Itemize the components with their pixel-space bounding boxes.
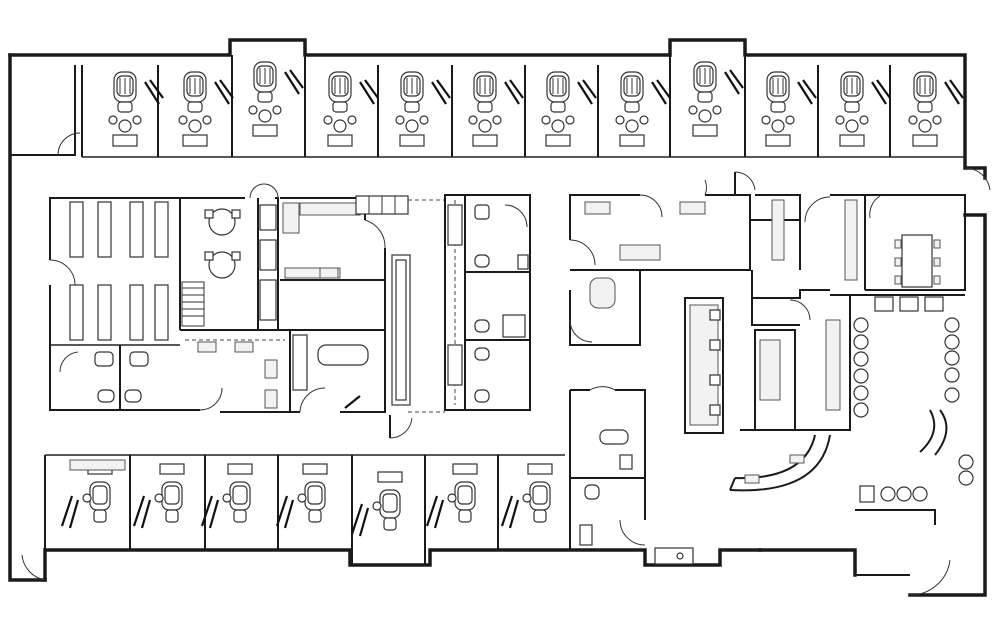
- doctor-offices: [750, 194, 866, 290]
- north-operatory-walls: [10, 55, 965, 158]
- operatory-chair-n4: [322, 70, 380, 148]
- waiting-area: [850, 294, 974, 525]
- conference-room: [49, 197, 181, 346]
- sterilization-island: [444, 194, 466, 411]
- operatory-chair-n10: [760, 70, 818, 148]
- operatory-chair-s7: [500, 462, 554, 530]
- operatory-chair-n11: [834, 70, 892, 148]
- south-operatory-walls: [44, 454, 565, 565]
- corridor-counters: [389, 199, 445, 439]
- operatory-chair-n12: [907, 70, 965, 148]
- entry-vestibule: [654, 547, 694, 565]
- exterior-walls: [8, 38, 991, 597]
- staff-office: [180, 329, 291, 413]
- break-room: [180, 183, 279, 330]
- lab-core: [280, 195, 409, 330]
- north-operatories: [107, 60, 965, 148]
- south-center-rooms: [569, 386, 646, 550]
- operatory-chair-s6: [425, 462, 479, 530]
- operatory-chair-n1: [107, 70, 165, 148]
- operatory-chair-s4: [275, 462, 329, 530]
- operatory-chair-n7: [540, 70, 598, 148]
- operatory-chair-n3: [247, 60, 305, 138]
- operatory-chair-s2: [132, 462, 186, 530]
- operatory-chair-n8: [614, 70, 672, 148]
- consult-room: [865, 194, 966, 291]
- operatory-chair-s3: [200, 462, 254, 530]
- operatory-chair-s5: [350, 470, 404, 538]
- workstation-island: [684, 297, 724, 434]
- restrooms-center: [465, 194, 531, 411]
- operatory-chair-n2: [177, 70, 235, 148]
- operatory-chair-n6: [467, 70, 525, 148]
- operatory-chair-n5: [394, 70, 452, 148]
- front-desk-area: [740, 270, 851, 431]
- operatory-chair-n9: [687, 60, 745, 138]
- reception-counter: [729, 434, 831, 492]
- xray-room: [290, 329, 386, 413]
- business-office: [569, 171, 756, 346]
- restrooms-west: [49, 345, 180, 411]
- operatory-chair-s1: [60, 462, 114, 530]
- south-operatories: [60, 459, 554, 538]
